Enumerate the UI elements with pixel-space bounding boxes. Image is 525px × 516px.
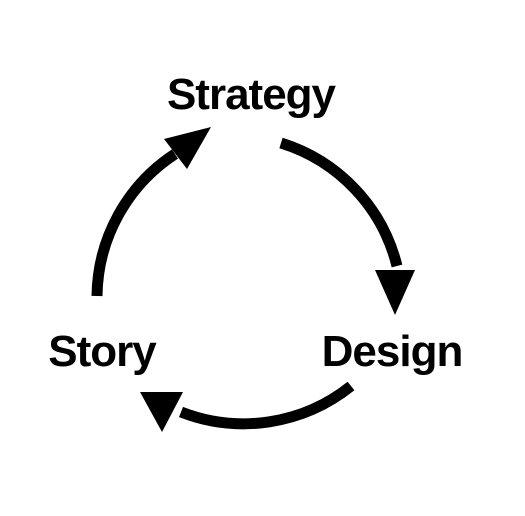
node-story-label: Story [48,327,157,376]
edge-design-to-story [140,381,355,432]
arc-strategy-design [279,137,403,268]
arrowhead-design-icon [375,270,415,315]
arc-design-story [179,381,355,430]
arrowhead-strategy-icon [164,127,211,169]
edge-strategy-to-design [279,137,415,315]
arrowhead-story-icon [140,392,183,432]
edge-story-to-strategy [91,127,211,297]
arc-story-strategy [91,149,179,297]
node-design-label: Design [322,327,463,376]
node-strategy-label: Strategy [167,70,337,119]
